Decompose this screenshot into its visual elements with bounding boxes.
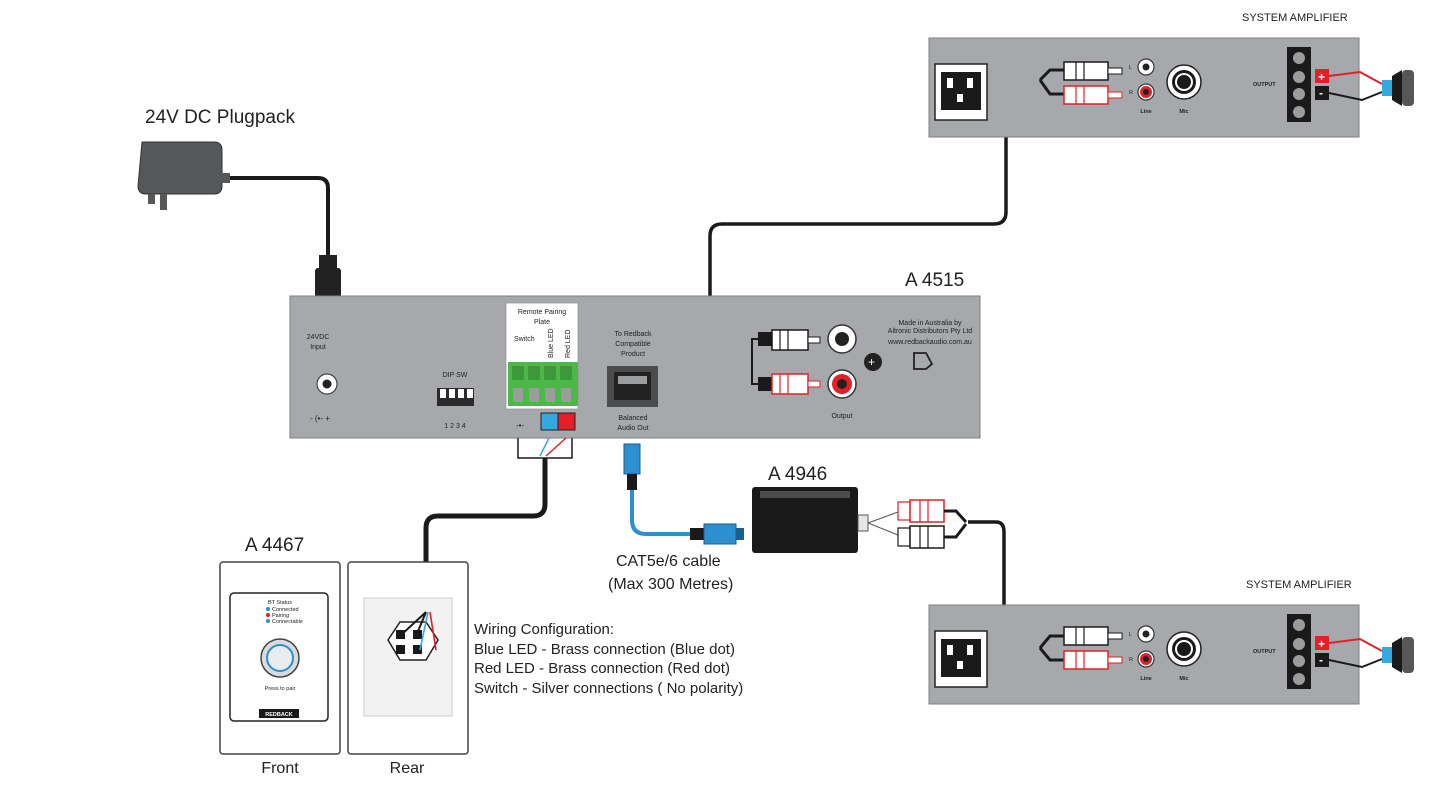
made-in-2: Altronic Distributors Pty Ltd bbox=[888, 328, 973, 335]
terminal-blue-label: Blue LED bbox=[548, 328, 555, 358]
amp1-l: L bbox=[1129, 65, 1132, 71]
amp1-r: R bbox=[1129, 90, 1133, 96]
svg-text:+: + bbox=[1318, 637, 1325, 651]
redback-label-3: Product bbox=[621, 351, 645, 358]
redback-label-1: To Redback bbox=[615, 331, 652, 338]
rj45-label-2: Audio Out bbox=[617, 425, 648, 432]
compliance-mark-icon bbox=[913, 352, 934, 370]
cat5-plug-unit bbox=[623, 443, 641, 490]
amp2-line: Line bbox=[1140, 676, 1151, 682]
amp2-speaker-icon bbox=[1382, 637, 1414, 673]
wiring-line-2: Switch - Silver connections ( No polarit… bbox=[474, 680, 743, 697]
amp1-mic: Mic bbox=[1179, 109, 1188, 115]
svg-text:+: + bbox=[1318, 70, 1325, 84]
plate-model: A 4467 bbox=[245, 535, 304, 556]
ground-screw-icon bbox=[864, 353, 882, 371]
press-text: Press to pair bbox=[265, 686, 296, 692]
plugpack-cable bbox=[228, 176, 330, 255]
converter-a4946: A 4946 bbox=[752, 464, 968, 553]
output-label: Output bbox=[831, 413, 852, 420]
terminal-red-label: Red LED bbox=[565, 330, 572, 358]
blue-led-terminal bbox=[540, 412, 559, 431]
rca-plug-red bbox=[758, 373, 821, 395]
plate-status-0: BT Status bbox=[268, 600, 292, 606]
rca-plug-white bbox=[758, 329, 821, 351]
wall-plate-a4467: A 4467 BT Status Connected Pairing Conne… bbox=[219, 535, 469, 777]
system-amplifier-1: SYSTEM AMPLIFIER L R Line Mic OUTPUT bbox=[928, 12, 1414, 138]
cat5-cable bbox=[630, 490, 690, 536]
rj45-label-1: Balanced bbox=[618, 415, 647, 422]
wiring-line-1: Red LED - Brass connection (Red dot) bbox=[474, 660, 730, 677]
main-unit-model: A 4515 bbox=[905, 270, 964, 291]
converter-model: A 4946 bbox=[768, 464, 827, 485]
amp1-speaker-icon bbox=[1382, 70, 1414, 106]
plate-front-label: Front bbox=[261, 760, 299, 777]
plate-status-2: Pairing bbox=[272, 613, 289, 619]
cable-line-1: CAT5e/6 cable bbox=[616, 553, 721, 570]
polarity-icon: - (•- + bbox=[310, 414, 330, 423]
wiring-configuration: Wiring Configuration: Blue LED - Brass c… bbox=[474, 621, 743, 697]
amp1-line: Line bbox=[1140, 109, 1151, 115]
amp2-l: L bbox=[1129, 632, 1132, 638]
main-unit-a4515: A 4515 24VDC Input - (•- + DIP SW 1 2 3 … bbox=[289, 270, 981, 459]
amp2-title: SYSTEM AMPLIFIER bbox=[1246, 579, 1352, 591]
amp2-mic: Mic bbox=[1179, 676, 1188, 682]
remote-plate-cable bbox=[423, 458, 548, 612]
amp2-output: OUTPUT bbox=[1253, 649, 1276, 655]
made-in-3: www.redbackaudio.com.au bbox=[887, 339, 972, 346]
cat5-plug-converter bbox=[690, 523, 744, 545]
svg-text:-: - bbox=[1319, 86, 1323, 100]
terminal-switch-label: Switch bbox=[514, 336, 535, 343]
amp1-title: SYSTEM AMPLIFIER bbox=[1242, 12, 1348, 24]
made-in-1: Made in Australia by bbox=[898, 320, 962, 327]
plate-brand: REDBACK bbox=[265, 712, 293, 718]
plate-status-3: Connectable bbox=[272, 619, 303, 625]
amp2-r: R bbox=[1129, 657, 1133, 663]
dip-numbers: 1 2 3 4 bbox=[444, 423, 466, 430]
redback-logo bbox=[259, 709, 299, 718]
redback-label-2: Compatible bbox=[615, 341, 651, 348]
remote-title-2: Plate bbox=[534, 319, 550, 326]
svg-text:+: + bbox=[868, 355, 875, 369]
remote-title-1: Remote Pairing bbox=[518, 309, 566, 316]
switch-symbol-icon: -•- bbox=[516, 421, 524, 430]
wiring-heading: Wiring Configuration: bbox=[474, 621, 614, 638]
red-led-terminal bbox=[557, 412, 576, 431]
system-amplifier-2: SYSTEM AMPLIFIER L R Line Mic OUTPUT bbox=[928, 579, 1414, 705]
dip-switch bbox=[437, 388, 474, 406]
cable-line-2: (Max 300 Metres) bbox=[608, 576, 733, 593]
plugpack-title: 24V DC Plugpack bbox=[145, 107, 295, 128]
power-input-label-2: Input bbox=[310, 344, 326, 351]
plate-status-1: Connected bbox=[272, 607, 299, 613]
wiring-line-0: Blue LED - Brass connection (Blue dot) bbox=[474, 641, 735, 658]
dip-label: DIP SW bbox=[443, 372, 468, 379]
svg-text:-: - bbox=[1319, 653, 1323, 667]
plate-rear-label: Rear bbox=[390, 760, 425, 777]
plugpack: 24V DC Plugpack bbox=[137, 107, 341, 325]
amp1-output: OUTPUT bbox=[1253, 82, 1276, 88]
power-input-label-1: 24VDC bbox=[307, 334, 330, 341]
